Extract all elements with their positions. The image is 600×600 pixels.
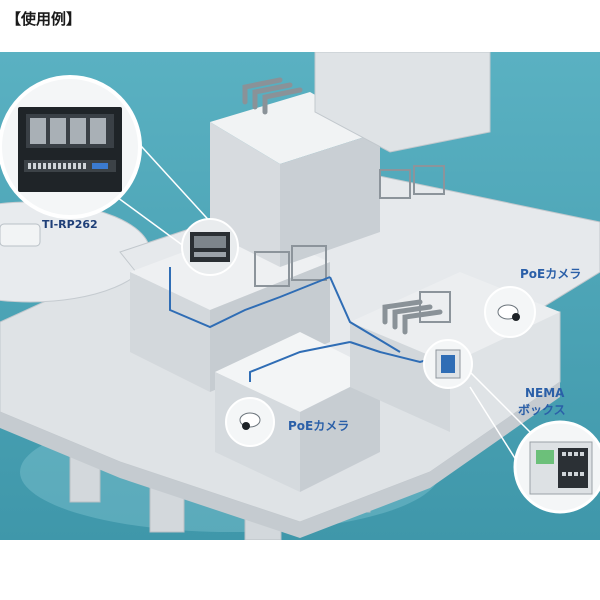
camera-center-callout — [225, 397, 275, 447]
left-block-front — [130, 272, 210, 392]
nema-label-line1: NEMA — [525, 386, 565, 400]
nema-label-line2: ボックス — [518, 402, 566, 417]
left-block-side — [210, 262, 330, 392]
tall-block-side — [280, 132, 380, 267]
offshore-platform-scene: TI-RP262 PoEカメラ PoEカメラ NEMA ボックス — [0, 52, 600, 540]
equipment-frames — [254, 165, 451, 323]
page-title: 【使用例】 — [6, 10, 82, 28]
rack-device-in-scene — [181, 218, 239, 276]
center-cube-top — [215, 332, 380, 412]
tower — [314, 52, 491, 153]
helipad-device — [0, 223, 41, 247]
lower-deck-edge — [0, 382, 560, 538]
camera-center-label: PoEカメラ — [288, 419, 349, 433]
camera-right-label: PoEカメラ — [520, 267, 581, 281]
nema-enclosure-callout — [423, 339, 600, 514]
rack-callout — [0, 75, 216, 248]
center-cube-side — [300, 372, 380, 492]
camera-right-callout — [484, 286, 536, 338]
rack-label: TI-RP262 — [42, 218, 98, 231]
pipes — [242, 77, 443, 335]
